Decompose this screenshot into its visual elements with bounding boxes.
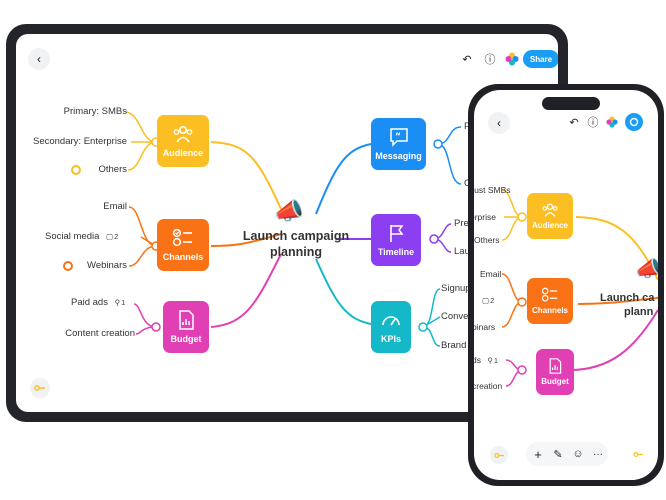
leaf-content-creation[interactable]: Content creation bbox=[65, 328, 135, 339]
leaf-secondary-enterprise[interactable]: Secondary: Enterprise bbox=[33, 136, 127, 147]
more-button[interactable]: ··· bbox=[593, 448, 603, 460]
leaf-paid-ads[interactable]: Paid ads ⚲1 bbox=[71, 297, 125, 309]
leaf-others[interactable]: Others bbox=[98, 164, 127, 175]
share-button[interactable]: Share bbox=[523, 50, 558, 68]
phone-node-audience[interactable]: Audience bbox=[527, 193, 573, 239]
phone-leaf-8[interactable]: creation bbox=[474, 381, 503, 391]
megaphone-icon: 📣 bbox=[274, 198, 304, 225]
key-icon[interactable] bbox=[490, 446, 508, 464]
multicolor-flower-icon[interactable] bbox=[605, 115, 619, 129]
comment-icon: ▢ bbox=[482, 296, 490, 305]
node-kpis[interactable]: KPIs bbox=[371, 301, 411, 353]
undo-icon[interactable]: ↶ bbox=[462, 53, 472, 66]
phone-central-topic[interactable]: Launch ca plann bbox=[600, 291, 658, 319]
phone-leaf-7-label: ds bbox=[474, 355, 481, 365]
phone-frame: ‹ ↶ ⓘ bbox=[468, 84, 664, 486]
leaf-signups[interactable]: Signups bbox=[441, 283, 476, 294]
info-icon[interactable]: ⓘ bbox=[587, 117, 599, 129]
people-icon bbox=[542, 203, 558, 217]
link-icon: ⚲ bbox=[114, 298, 121, 307]
link-count: 1 bbox=[121, 298, 126, 307]
svg-text:“: “ bbox=[395, 132, 401, 142]
phone-node-budget-label: Budget bbox=[541, 377, 569, 386]
phone-leaf-4[interactable]: Email bbox=[480, 269, 502, 279]
checklist-icon bbox=[172, 228, 192, 247]
leaf-webinars[interactable]: Webinars bbox=[87, 260, 127, 271]
collaborator-icon[interactable] bbox=[625, 113, 643, 131]
phone-leaf-1[interactable]: Cust SMBs bbox=[474, 185, 511, 195]
node-budget-label: Budget bbox=[170, 334, 202, 344]
link-count: 1 bbox=[493, 356, 499, 365]
leaf-social-media-label: Social media bbox=[45, 231, 100, 242]
checklist-icon bbox=[541, 287, 558, 302]
node-messaging[interactable]: “ Messaging bbox=[371, 118, 426, 170]
leaf-primary-smbs[interactable]: Primary: SMBs bbox=[63, 106, 127, 117]
phone-leaf-7[interactable]: ds ⚲1 bbox=[474, 354, 498, 367]
leaf-paid-ads-label: Paid ads bbox=[71, 297, 108, 308]
leaf-conversion[interactable]: Conversi bbox=[441, 311, 479, 322]
key-icon[interactable] bbox=[630, 446, 646, 462]
leaf-timeline-1[interactable]: Pre-la bbox=[454, 218, 480, 229]
leaf-email[interactable]: Email bbox=[103, 201, 127, 212]
key-icon[interactable] bbox=[30, 378, 50, 398]
comment-count: 2 bbox=[490, 296, 495, 305]
leaf-brand-recognition[interactable]: Brand rec bbox=[441, 340, 483, 351]
phone-node-channels-label: Channels bbox=[531, 306, 568, 315]
chevron-left-icon: ‹ bbox=[37, 52, 41, 66]
megaphone-icon: 📣 bbox=[635, 256, 658, 281]
gauge-icon bbox=[382, 316, 400, 326]
tablet-mindmap-connectors bbox=[63, 111, 462, 347]
phone-leaf-6[interactable]: binars bbox=[474, 322, 496, 332]
phone-mindmap-connectors bbox=[501, 189, 658, 387]
phone-central-topic-line2: plann bbox=[624, 306, 654, 318]
flag-icon bbox=[390, 225, 404, 242]
phone-node-audience-label: Audience bbox=[531, 221, 568, 230]
leaf-social-media[interactable]: Social media ▢2 bbox=[45, 231, 118, 243]
phone-leaf-5[interactable]: ▢2 bbox=[478, 294, 494, 307]
phone-central-topic-line1: Launch ca bbox=[600, 292, 655, 304]
phone-screen: ‹ ↶ ⓘ bbox=[474, 90, 658, 480]
chart-file-icon bbox=[179, 310, 194, 330]
node-channels[interactable]: Channels bbox=[157, 219, 209, 271]
node-messaging-label: Messaging bbox=[375, 151, 422, 161]
node-channels-label: Channels bbox=[162, 252, 204, 262]
node-audience-label: Audience bbox=[162, 148, 204, 158]
node-timeline-label: Timeline bbox=[377, 247, 415, 257]
node-budget[interactable]: Budget bbox=[163, 301, 209, 353]
chevron-left-icon: ‹ bbox=[497, 116, 501, 130]
leaf-timeline-2[interactable]: Launc bbox=[454, 246, 480, 257]
node-timeline[interactable]: Timeline bbox=[371, 214, 421, 266]
phone-back-button[interactable]: ‹ bbox=[488, 112, 510, 134]
phone-node-budget[interactable]: Budget bbox=[536, 349, 574, 395]
phone-leaf-3[interactable]: Others bbox=[474, 235, 500, 245]
quote-bubble-icon: “ bbox=[389, 128, 408, 147]
people-icon bbox=[173, 125, 193, 143]
comment-icon: ▢ bbox=[106, 232, 114, 241]
emoji-icon[interactable]: ☺ bbox=[572, 448, 584, 460]
add-button[interactable]: + bbox=[534, 446, 542, 462]
multicolor-flower-icon[interactable] bbox=[504, 51, 520, 67]
central-topic-line1: Launch campaign bbox=[242, 229, 350, 243]
phone-notch bbox=[542, 97, 600, 110]
chart-file-icon bbox=[549, 358, 562, 374]
phone-node-channels[interactable]: Channels bbox=[527, 278, 573, 324]
link-icon: ⚲ bbox=[487, 356, 493, 365]
central-topic-line2: planning bbox=[269, 245, 323, 259]
pen-icon[interactable]: ✎ bbox=[553, 448, 563, 461]
tablet-back-button[interactable]: ‹ bbox=[28, 48, 50, 70]
central-topic[interactable]: Launch campaign planning bbox=[231, 228, 361, 260]
phone-leaf-2[interactable]: erprise bbox=[474, 212, 496, 222]
phone-bottom-toolbar bbox=[526, 442, 608, 466]
tablet-screen: ‹ ↶ ⓘ Share 📣 Launch campaign planning bbox=[16, 34, 558, 412]
info-icon[interactable]: ⓘ bbox=[484, 54, 496, 66]
node-kpis-label: KPIs bbox=[380, 334, 401, 344]
node-audience[interactable]: Audience bbox=[157, 115, 209, 167]
comment-count: 2 bbox=[114, 232, 119, 241]
undo-icon[interactable]: ↶ bbox=[569, 116, 579, 129]
